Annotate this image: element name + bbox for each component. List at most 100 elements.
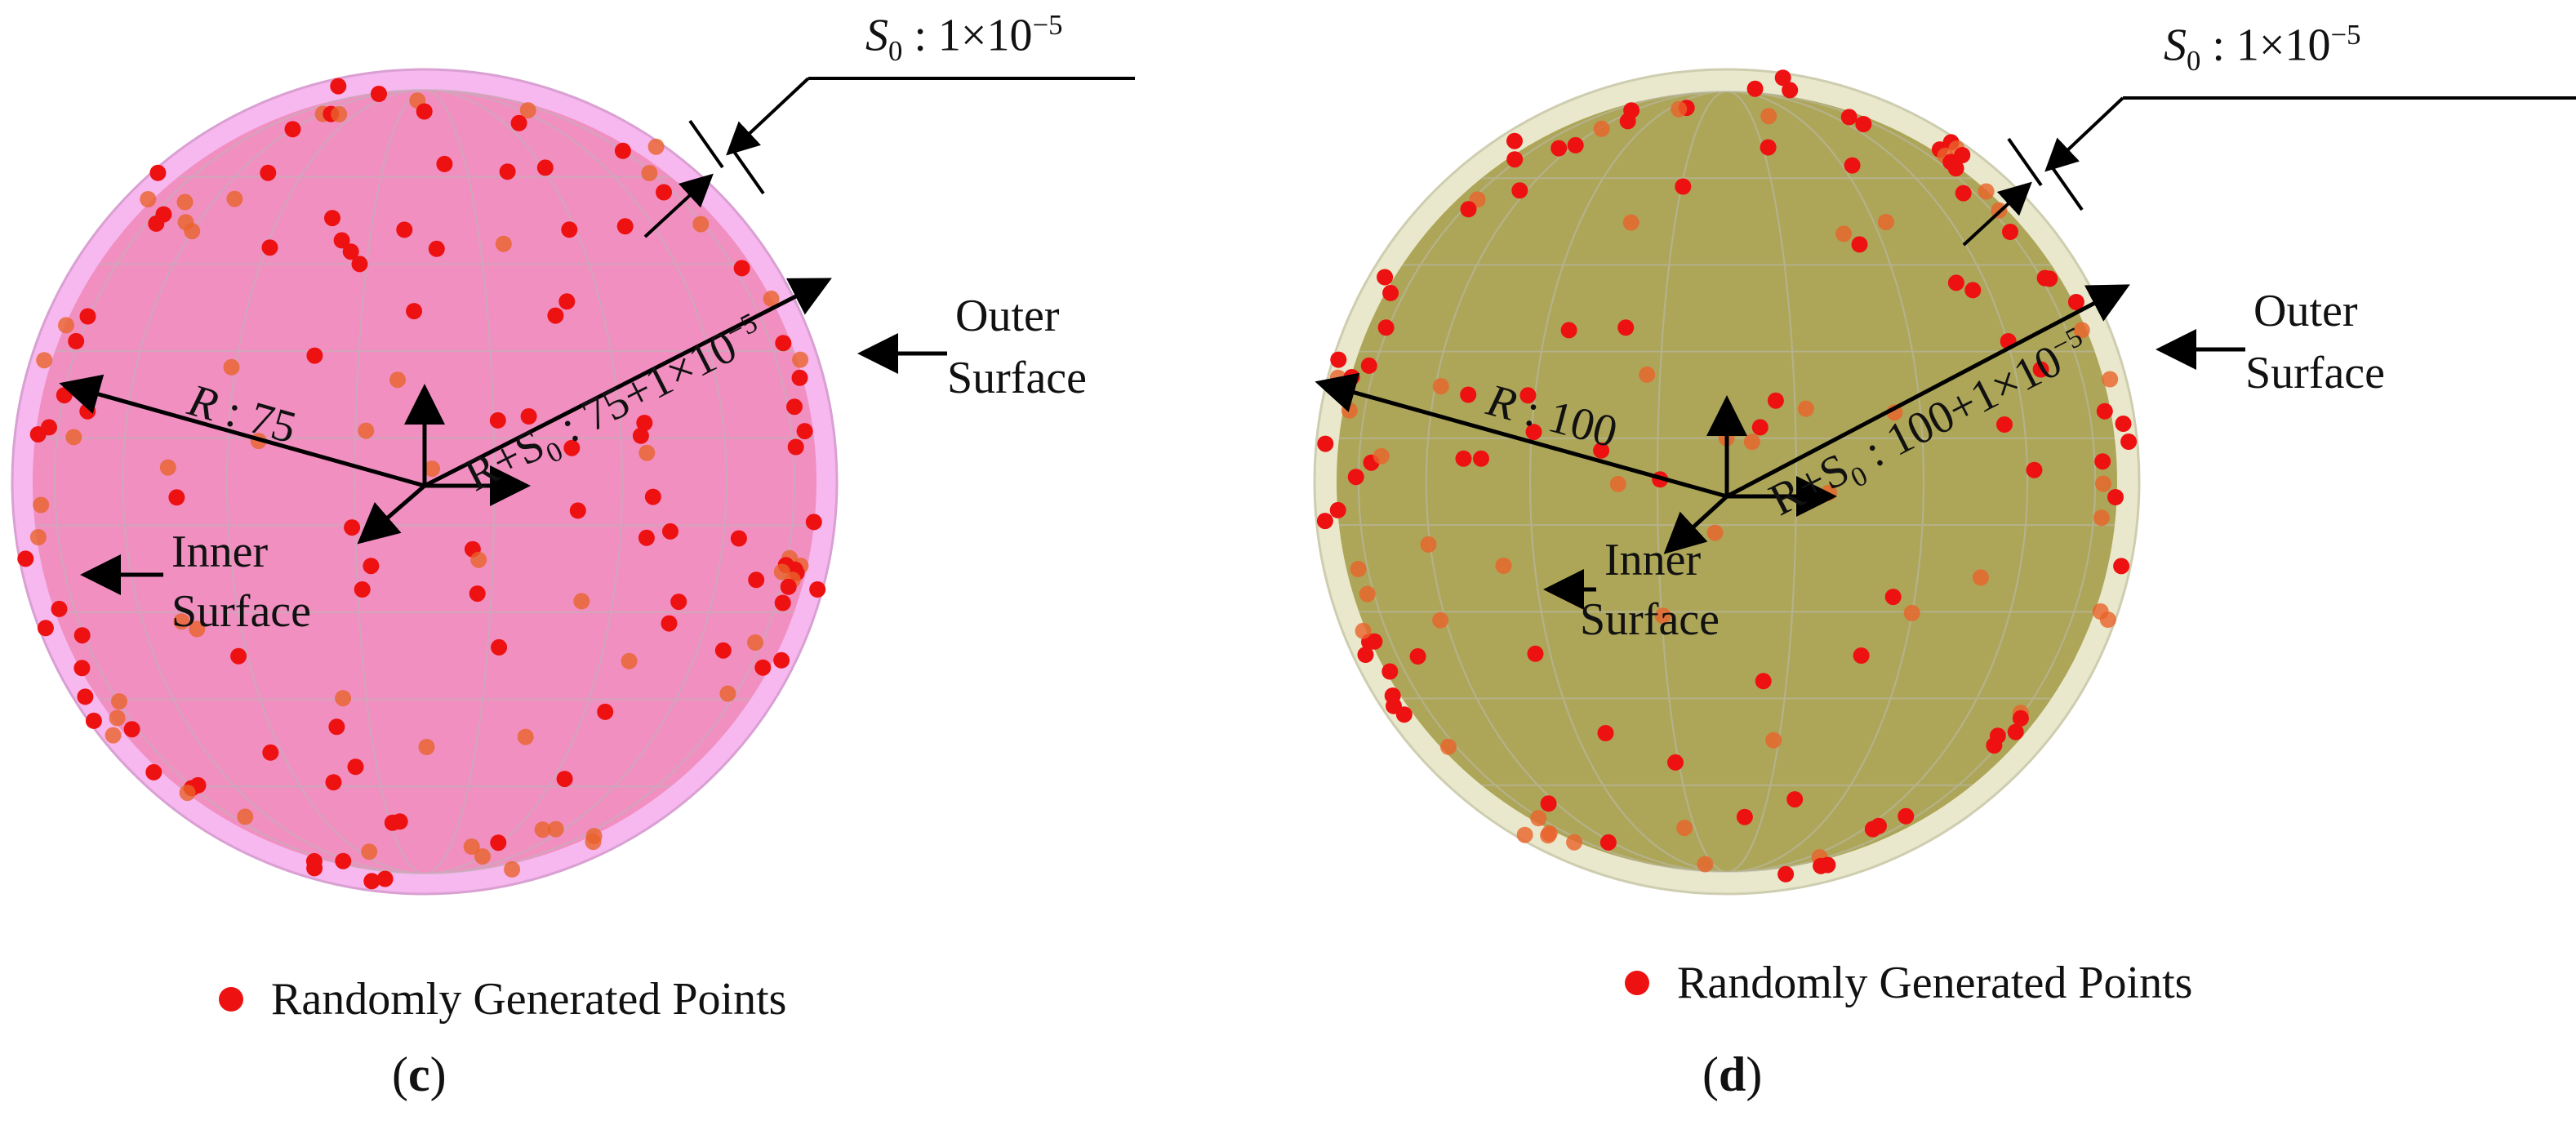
random-point [519,102,536,119]
thickness-tick-2 [729,145,765,195]
random-point [335,690,352,707]
random-point [1617,319,1635,336]
random-point [1343,369,1360,385]
random-point [36,352,53,369]
random-point [389,371,406,389]
random-point [563,439,581,456]
random-point [1317,435,1334,452]
random-point [1373,447,1390,465]
random-point [1844,157,1861,174]
random-point [2095,475,2111,492]
inner-surface-label: Inner Surface [1580,535,1720,645]
random-point [490,834,507,852]
random-point [1329,501,1346,518]
random-point [1455,450,1472,467]
random-point [1755,673,1772,690]
random-point [140,191,157,207]
random-point [1639,366,1656,383]
random-point [1330,351,1347,368]
random-point [1599,834,1617,851]
random-point [1341,402,1358,419]
random-point [1550,140,1568,157]
random-point [145,763,162,780]
random-point [262,744,279,761]
coordinate-axes [1663,395,1837,554]
random-point [17,550,34,567]
random-point [2113,558,2130,575]
random-point [331,105,348,122]
random-point [342,243,359,260]
radius-arrow-primary [1315,372,1728,499]
random-point [614,142,631,159]
random-point [1751,419,1768,436]
random-point [561,221,578,238]
coordinate-axes [357,384,531,545]
legend: Randomly Generated Points [219,973,786,1025]
random-point [155,206,172,223]
random-point [1593,120,1610,137]
random-point [463,838,480,855]
random-point [111,693,127,710]
random-point [1746,80,1764,97]
random-point [2073,322,2090,339]
random-point [780,578,797,595]
random-point [1972,569,1989,586]
random-point [237,808,254,825]
random-point [1667,754,1684,771]
panel-caption: (c) [392,1047,447,1101]
random-point [536,159,554,176]
random-point [2115,416,2132,432]
random-point [1355,622,1372,639]
random-point [2107,489,2124,505]
random-point [1964,282,1982,299]
random-point [1384,687,1401,705]
random-point [2096,402,2113,420]
random-point [805,514,822,531]
random-point [58,317,74,334]
random-point [428,240,445,257]
random-point [1511,182,1528,199]
random-point [733,260,750,277]
random-point [29,529,47,545]
random-point [168,489,185,506]
random-point [495,235,512,252]
random-point [1530,810,1547,827]
random-point [1986,737,2003,754]
random-point [647,138,665,155]
random-point [644,488,661,505]
outer-surface-label: Outer Surface [947,291,1088,403]
random-point [692,216,710,233]
random-point [305,852,323,869]
random-point [730,530,747,547]
random-point [149,164,167,181]
outer-radius-arrow [1725,284,2130,499]
random-point [1853,647,1870,664]
random-point [418,739,435,755]
random-point [569,502,586,519]
random-point [1382,284,1399,301]
random-point [2026,461,2043,478]
random-point [230,647,247,665]
legend-marker [1625,971,1649,995]
random-point [1855,116,1872,132]
random-point [1360,357,1377,374]
random-point [809,581,826,598]
random-point [621,652,638,669]
random-point [2007,723,2024,740]
random-point [109,709,126,727]
random-point [1871,817,1887,834]
random-point [556,771,573,788]
inner-surface-label: Inner Surface [171,527,312,637]
random-point [2099,611,2116,628]
random-point [226,190,243,207]
thickness-tick-2 [2048,162,2084,211]
random-point [499,163,516,180]
random-point [123,721,140,738]
random-point [638,444,656,461]
legend-label: Randomly Generated Points [1677,958,2193,1008]
random-point [1473,450,1489,467]
random-point [1622,214,1639,231]
thickness-pointer-2 [1962,181,2032,247]
random-point [363,558,380,575]
random-point [73,627,91,644]
